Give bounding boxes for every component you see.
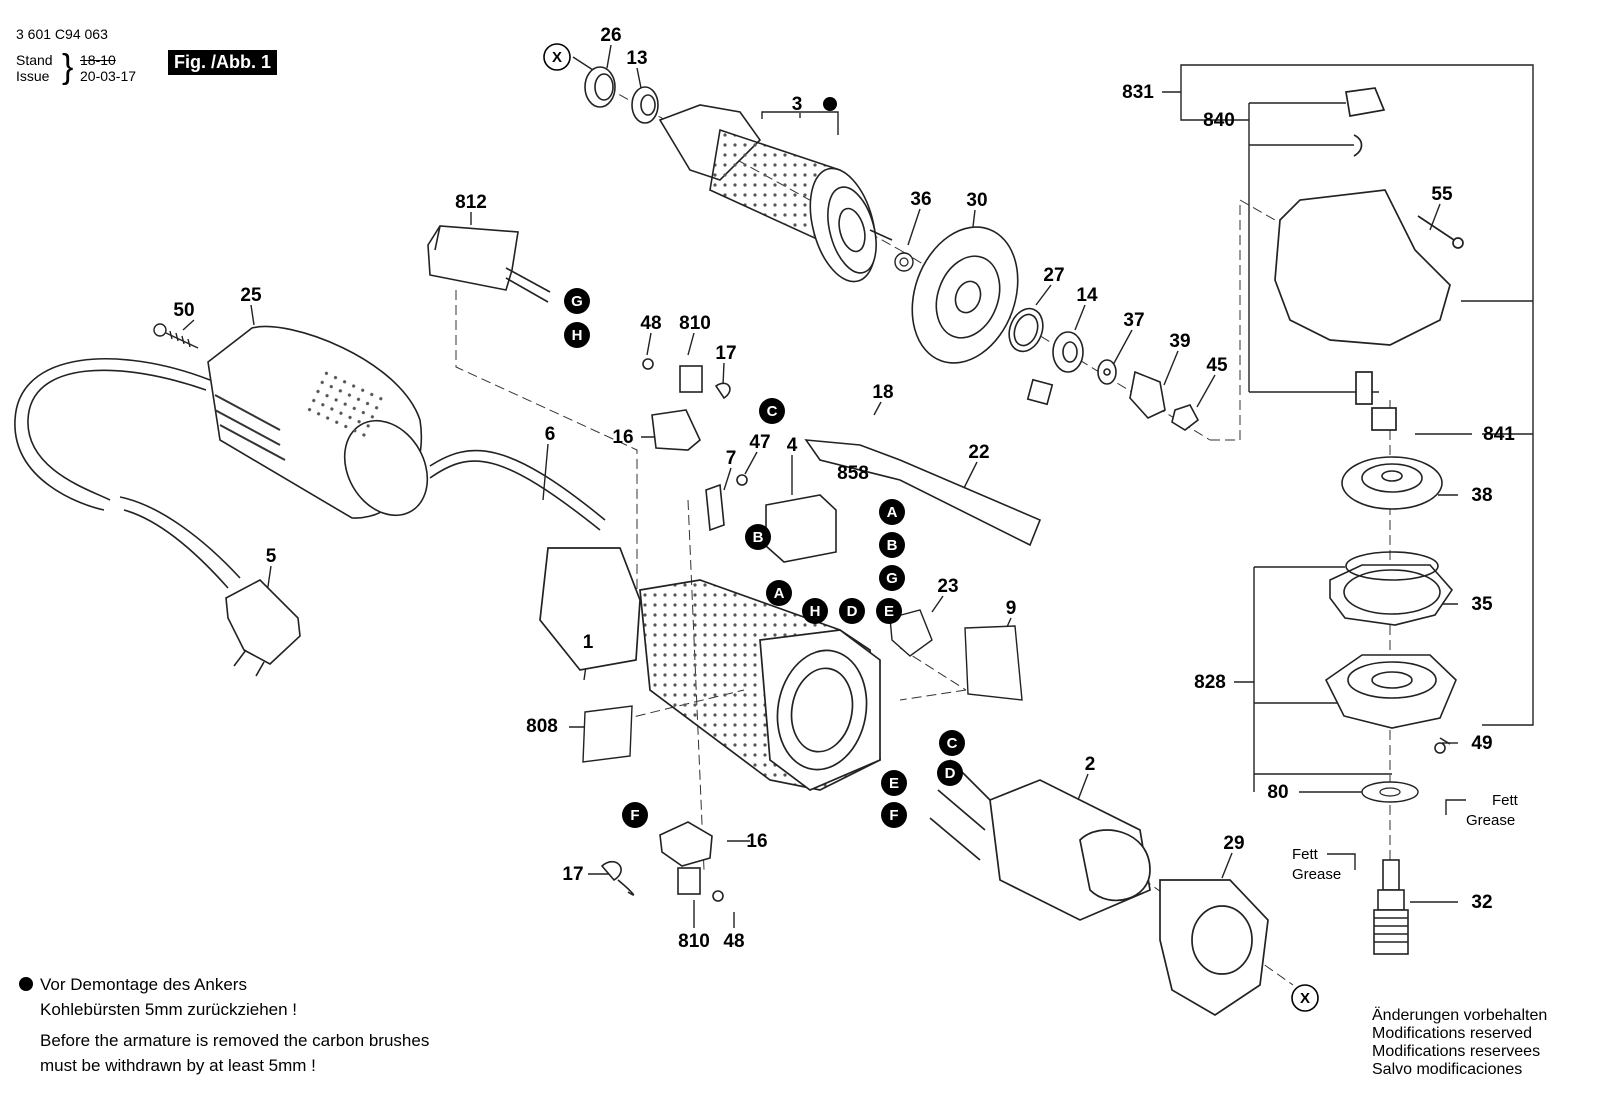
figure-label: Fig. /Abb. 1: [168, 50, 277, 75]
callout-7: 7: [726, 448, 737, 469]
callout-14: 14: [1076, 285, 1098, 306]
connector-c-1: C: [767, 403, 778, 420]
connector-c-2: C: [947, 735, 958, 752]
callout-808: 808: [526, 716, 558, 737]
callout-55: 55: [1431, 184, 1453, 205]
connector-x-bottom: X: [1300, 990, 1310, 1007]
callout-16: 16: [612, 427, 633, 448]
callout-26: 26: [600, 25, 621, 46]
callout-38: 38: [1471, 485, 1492, 506]
callout-39: 39: [1169, 331, 1190, 352]
part-number: 3 601 C94 063: [16, 26, 108, 42]
callout-828: 828: [1194, 672, 1226, 693]
callout-48: 48: [640, 313, 661, 334]
connector-f-2: F: [630, 807, 639, 824]
brace-icon: }: [62, 48, 74, 86]
callout-4: 4: [787, 435, 798, 456]
callout-841: 841: [1483, 424, 1515, 445]
callout-810: 810: [679, 313, 711, 334]
callout-37: 37: [1123, 310, 1144, 331]
callout-831: 831: [1122, 82, 1154, 103]
stand-label: Stand: [16, 52, 53, 68]
footnote-en-line2: must be withdrawn by at least 5mm !: [40, 1056, 316, 1075]
connector-g-1: G: [571, 293, 583, 310]
grease-note-1-line1: Fett: [1492, 792, 1519, 809]
connector-x-top: X: [552, 49, 562, 66]
callout-18: 18: [872, 382, 893, 403]
connector-e-2: E: [889, 775, 899, 792]
callout-32: 32: [1471, 892, 1492, 913]
callout-25: 25: [240, 285, 262, 306]
callout-45: 45: [1206, 355, 1228, 376]
callout-30: 30: [966, 190, 987, 211]
modifications-es: Salvo modificaciones: [1372, 1061, 1523, 1078]
callout-47: 47: [749, 432, 770, 453]
callout-80: 80: [1267, 782, 1288, 803]
callout-6: 6: [545, 424, 556, 445]
callout-49: 49: [1471, 733, 1492, 754]
issue-value: 20-03-17: [80, 68, 137, 84]
footnote-en-line1: Before the armature is removed the carbo…: [40, 1031, 430, 1050]
bullet-icon: [823, 97, 837, 111]
modifications-notice: Änderungen vorbehalten Modifications res…: [1372, 1007, 1547, 1079]
connector-b-2: B: [887, 537, 898, 554]
callout-840: 840: [1203, 110, 1235, 131]
connector-b-1: B: [753, 529, 764, 546]
connector-h-1: H: [572, 327, 583, 344]
issue-label: Issue: [16, 68, 50, 84]
callout-16b: 16: [746, 831, 767, 852]
connector-h-2: H: [810, 603, 821, 620]
callout-812: 812: [455, 192, 487, 213]
callout-17b: 17: [562, 864, 583, 885]
callout-858: 858: [837, 463, 869, 484]
connector-g-2: G: [886, 570, 898, 587]
connector-e-1: E: [884, 603, 894, 620]
modifications-de: Änderungen vorbehalten: [1372, 1007, 1548, 1024]
callout-3: 3: [792, 94, 803, 115]
callout-29: 29: [1223, 833, 1244, 854]
footnote-bullet-icon: [19, 977, 33, 991]
callout-5: 5: [266, 546, 277, 567]
callout-50: 50: [173, 300, 194, 321]
callout-1: 1: [583, 632, 594, 653]
callout-27: 27: [1043, 265, 1064, 286]
grease-note-2-line1: Fett: [1292, 846, 1319, 863]
callout-22: 22: [968, 442, 989, 463]
callout-2: 2: [1085, 754, 1096, 775]
connector-a-2: A: [774, 585, 785, 602]
grease-note-1-line2: Grease: [1466, 812, 1515, 829]
grease-note-2-line2: Grease: [1292, 866, 1341, 883]
connector-d-2: D: [945, 765, 956, 782]
connector-a-1: A: [887, 504, 898, 521]
modifications-en: Modifications reserved: [1372, 1025, 1533, 1042]
callout-9: 9: [1006, 598, 1017, 619]
callout-36: 36: [910, 189, 931, 210]
connector-f-1: F: [889, 807, 898, 824]
callout-48b: 48: [723, 931, 744, 952]
stand-value: 18-10: [80, 52, 116, 68]
callout-17: 17: [715, 343, 736, 364]
callout-35: 35: [1471, 594, 1493, 615]
callout-13: 13: [626, 48, 647, 69]
callout-23: 23: [937, 576, 958, 597]
connector-d-1: D: [847, 603, 858, 620]
callout-810b: 810: [678, 931, 710, 952]
footnote-de-line2: Kohlebürsten 5mm zurückziehen !: [40, 1000, 298, 1019]
modifications-fr: Modifications reservees: [1372, 1043, 1541, 1060]
footnote-de-line1: Vor Demontage des Ankers: [40, 975, 247, 994]
